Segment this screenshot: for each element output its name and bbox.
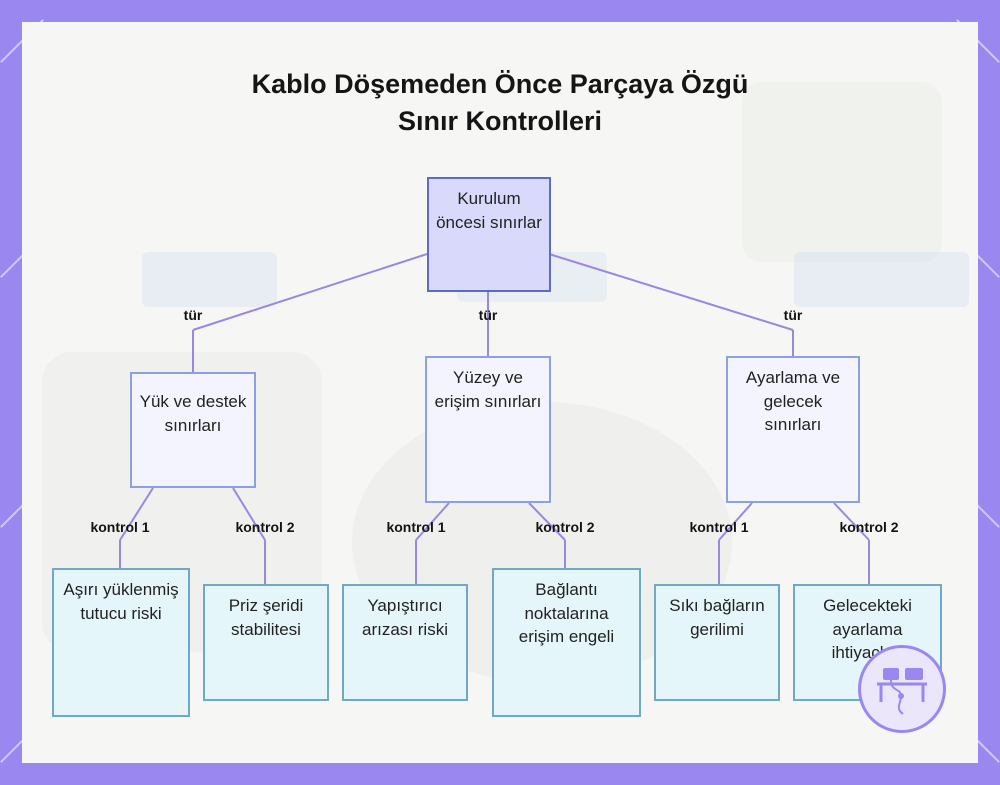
edge-label-leaf4: kontrol 2 — [535, 519, 595, 535]
edge-label-cat2: tür — [478, 307, 498, 323]
edge-label-leaf2: kontrol 2 — [235, 519, 295, 535]
edge-label-leaf5: kontrol 1 — [689, 519, 749, 535]
connector-cat2-leaf4 — [528, 502, 566, 541]
category-label: Yüzey ve erişim sınırları — [434, 368, 542, 411]
background-shape — [742, 82, 942, 262]
leaf-node-overloaded-holder: Aşırı yüklenmiş tutucu riski — [52, 568, 190, 717]
root-node-label: Kurulum öncesi sınırlar — [436, 189, 542, 232]
connector-layer — [119, 253, 870, 584]
diagram-title: Kablo Döşemeden Önce Parçaya Özgü Sınır … — [22, 66, 978, 140]
edge-label-cat1: tür — [183, 307, 203, 323]
leaf-node-power-strip: Priz şeridi stabilitesi — [203, 584, 329, 701]
desk-cable-icon — [858, 645, 946, 733]
connector-root-cat3 — [548, 253, 794, 331]
category-label: Ayarlama ve gelecek sınırları — [745, 368, 841, 434]
background-shape — [142, 252, 277, 307]
connector-cat1-leaf1 — [119, 487, 154, 541]
connector-cat2-leaf3 — [415, 502, 450, 541]
leaf-node-tie-tension: Sıkı bağların gerilimi — [654, 584, 780, 701]
category-node-adjust-future: Ayarlama ve gelecek sınırları — [726, 356, 860, 503]
connector-cat1-leaf2 — [232, 487, 266, 541]
diagram-canvas: Kablo Döşemeden Önce Parçaya Özgü Sınır … — [22, 22, 978, 763]
connector-cat3-leaf6 — [833, 502, 870, 541]
category-label: Yük ve destek sınırları — [139, 392, 247, 435]
connector-cat3-leaf5 — [718, 502, 753, 541]
edge-label-leaf6: kontrol 2 — [839, 519, 899, 535]
leaf-label: Aşırı yüklenmiş tutucu riski — [63, 580, 179, 623]
leaf-label: Priz şeridi stabilitesi — [228, 596, 304, 639]
leaf-label: Yapıştırıcı arızası riski — [362, 596, 448, 639]
title-line-1: Kablo Döşemeden Önce Parçaya Özgü — [251, 69, 749, 99]
title-line-2: Sınır Kontrolleri — [397, 106, 603, 136]
leaf-label: Sıkı bağların gerilimi — [669, 596, 765, 639]
desk-cable-icon-graphic — [877, 668, 927, 715]
leaf-label: Bağlantı noktalarına erişim engeli — [518, 580, 615, 646]
background-shape — [794, 252, 969, 307]
edge-label-leaf3: kontrol 1 — [386, 519, 446, 535]
category-node-surface-access: Yüzey ve erişim sınırları — [425, 356, 551, 503]
edge-label-leaf1: kontrol 1 — [90, 519, 150, 535]
root-node: Kurulum öncesi sınırlar — [427, 177, 551, 292]
leaf-node-adhesive-failure: Yapıştırıcı arızası riski — [342, 584, 468, 701]
connector-root-cat1 — [192, 253, 428, 331]
leaf-node-port-access: Bağlantı noktalarına erişim engeli — [492, 568, 641, 717]
edge-label-cat3: tür — [783, 307, 803, 323]
category-node-load-support: Yük ve destek sınırları — [130, 372, 256, 488]
